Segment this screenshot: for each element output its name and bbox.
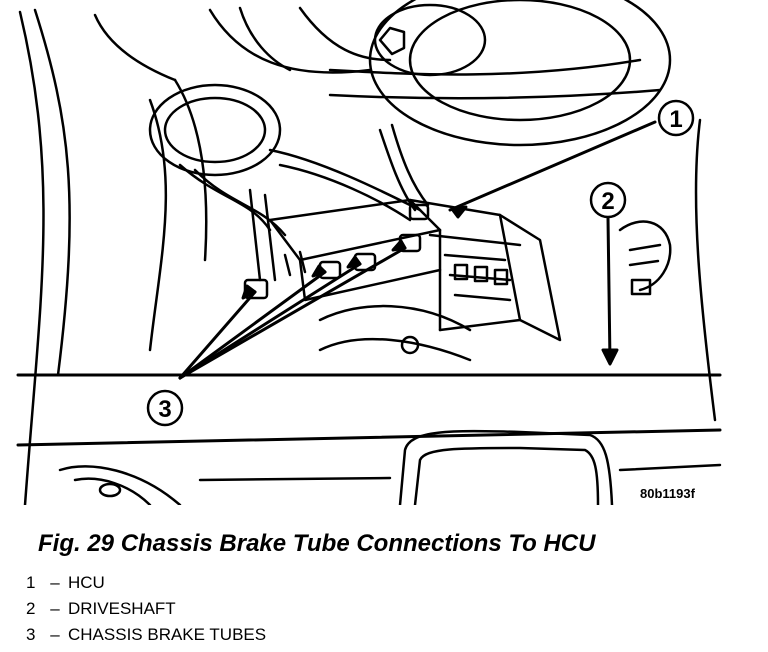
legend-item: 2–DRIVESHAFT [26,596,266,622]
callout-1-label: 1 [669,106,682,133]
callout-2-label: 2 [601,188,614,215]
legend-item: 1–HCU [26,570,266,596]
frame-rail [16,373,722,505]
callout-3-label: 3 [158,396,171,423]
callout-3: 3 [146,389,184,427]
legend-separator: – [50,599,60,618]
legend-number: 2 [26,599,36,618]
legend-number: 3 [26,625,36,644]
brake-tube-loop [148,83,430,282]
figure-caption: Fig. 29 Chassis Brake Tube Connections T… [38,530,596,557]
vehicle-body-outline [18,6,392,505]
legend-number: 1 [26,573,36,592]
pulley-assembly [328,0,672,147]
legend-label: HCU [68,573,105,592]
legend-separator: – [50,625,60,644]
legend-item: 3–CHASSIS BRAKE TUBES [26,622,266,648]
callout-2: 2 [589,181,627,219]
legend-label: DRIVESHAFT [68,599,176,618]
legend-list: 1–HCU 2–DRIVESHAFT 3–CHASSIS BRAKE TUBES [26,570,266,648]
diagram-illustration: 1 2 3 80b1193f [16,0,722,505]
leader-arrows [178,120,657,380]
figure-code: 80b1193f [640,486,696,501]
legend-separator: – [50,573,60,592]
callout-1: 1 [657,99,695,137]
legend-label: CHASSIS BRAKE TUBES [68,625,267,644]
